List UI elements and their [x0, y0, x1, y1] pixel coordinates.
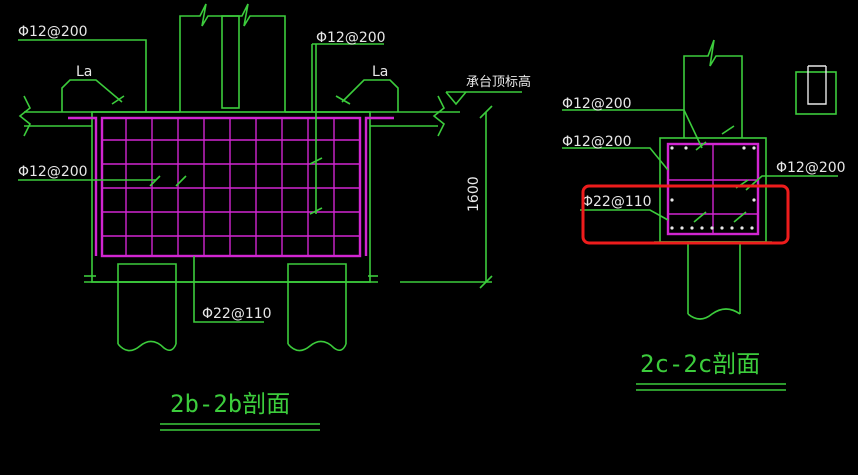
- section-2c-title: 2c-2c剖面: [640, 350, 760, 378]
- section-2b-title: 2b-2b剖面: [170, 390, 290, 418]
- column-2c: [683, 39, 743, 138]
- rebar-2c: [666, 142, 760, 236]
- top-left-rebar-label: Φ12@200: [18, 24, 88, 40]
- anchor-left-label: La: [76, 64, 92, 80]
- rebar-grid-2b: [68, 116, 394, 258]
- rebar-label-2: Φ12@200: [562, 134, 632, 150]
- pile-right-2b: [287, 263, 347, 352]
- column-detail-icon: [795, 65, 837, 115]
- side-rebar-label: Φ12@200: [18, 164, 88, 180]
- section-2b: Φ12@200 Φ12@200 La La Φ12@200 Φ22@110 承台…: [18, 3, 531, 431]
- rebar-label-1: Φ12@200: [562, 96, 632, 112]
- rebar-label-4: Φ22@110: [582, 194, 652, 210]
- top-right-rebar-label: Φ12@200: [316, 30, 386, 46]
- pile-left-2b: [117, 263, 177, 352]
- anchor-right-label: La: [372, 64, 388, 80]
- highlight-box: [581, 184, 790, 245]
- section-2c: Φ12@200 Φ12@200 Φ12@200 Φ22@110 2c-2c剖面: [562, 39, 846, 391]
- column-2b: [179, 3, 286, 112]
- ground-line: [18, 95, 460, 137]
- bottom-rebar-label: Φ22@110: [202, 306, 272, 322]
- leaders-2b: [18, 39, 522, 323]
- rebar-dots-2c: [670, 146, 756, 230]
- elevation-label: 承台顶标高: [466, 74, 531, 90]
- pile-2c: [687, 241, 741, 320]
- depth-dimension: 1600: [466, 176, 482, 212]
- rebar-label-3: Φ12@200: [776, 160, 846, 176]
